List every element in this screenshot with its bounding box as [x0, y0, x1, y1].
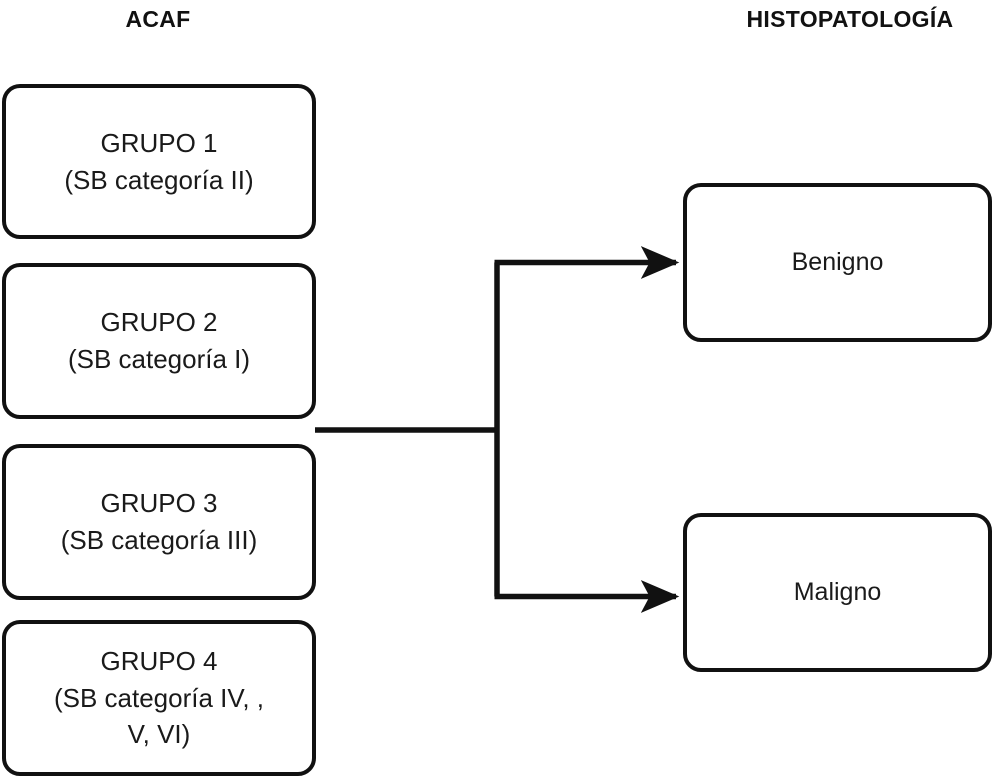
column-header-histopatologia: HISTOPATOLOGÍA	[746, 6, 954, 32]
node-grupo-4-label: GRUPO 4 (SB categoría IV, , V, VI)	[53, 645, 265, 750]
node-maligno-label: Maligno	[793, 577, 882, 606]
node-grupo-1[interactable]: GRUPO 1 (SB categoría II)	[2, 84, 316, 239]
node-grupo-3-label: GRUPO 3 (SB categoría III)	[60, 488, 258, 555]
node-benigno[interactable]: Benigno	[683, 183, 992, 342]
node-maligno[interactable]: Maligno	[683, 513, 992, 672]
node-grupo-4[interactable]: GRUPO 4 (SB categoría IV, , V, VI)	[2, 620, 316, 776]
node-grupo-1-label: GRUPO 1 (SB categoría II)	[64, 127, 254, 195]
node-grupo-2[interactable]: GRUPO 2 (SB categoría I)	[2, 263, 316, 419]
node-grupo-3[interactable]: GRUPO 3 (SB categoría III)	[2, 444, 316, 600]
column-header-acaf: ACAF	[125, 6, 191, 32]
node-benigno-label: Benigno	[791, 247, 884, 276]
node-grupo-2-label: GRUPO 2 (SB categoría I)	[67, 307, 251, 374]
